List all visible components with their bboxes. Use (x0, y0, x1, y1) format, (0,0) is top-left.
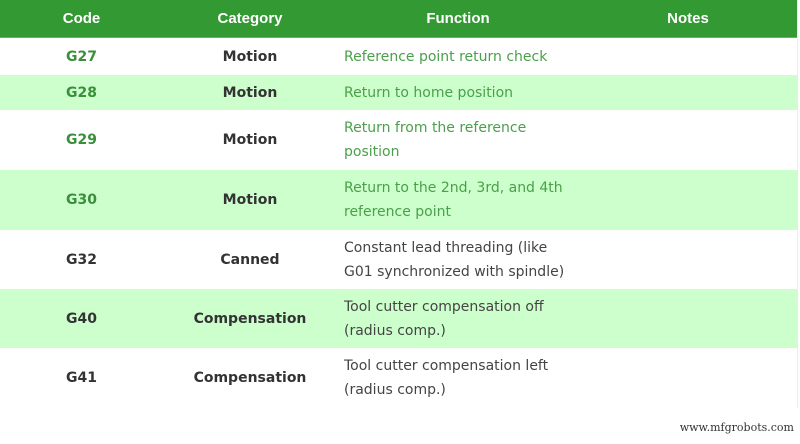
cell-category: Compensation (193, 310, 307, 327)
function-line: Tool cutter compensation off (344, 298, 544, 315)
gcode-table: Code Category Function Notes G27 Motion … (0, 0, 798, 408)
function-line: G01 synchronized with spindle) (344, 263, 565, 280)
watermark: www.mfgrobots.com (679, 421, 794, 434)
table-row: G30 Motion Return to the 2nd, 3rd, and 4… (0, 170, 797, 230)
cell-code: G28 (66, 84, 97, 101)
table-row: G27 Motion Reference point return check (0, 38, 797, 75)
function-line: Reference point return check (344, 48, 548, 65)
table-row: G28 Motion Return to home position (0, 75, 797, 110)
function-line: (radius comp.) (344, 322, 446, 339)
cell-code: G29 (66, 132, 97, 148)
cell-category: Motion (222, 132, 278, 148)
function-line: position (344, 144, 400, 160)
cell-function: Tool cutter compensation off (radius com… (337, 295, 579, 343)
table-row: G40 Compensation Tool cutter compensatio… (0, 289, 797, 348)
cell-category: Canned (220, 251, 280, 268)
function-line: Return to home position (344, 84, 514, 101)
function-line: Return to the 2nd, 3rd, and 4th (344, 180, 563, 196)
cell-category: Motion (222, 84, 278, 101)
header-code: Code (62, 10, 101, 27)
cell-category: Motion (222, 48, 278, 65)
header-category: Category (217, 10, 283, 27)
table-header: Code Category Function Notes (0, 0, 797, 38)
function-line: Tool cutter compensation left (344, 358, 549, 374)
table-row: G29 Motion Return from the reference pos… (0, 110, 797, 170)
header-notes: Notes (667, 10, 709, 27)
cell-code: G41 (66, 370, 97, 386)
cell-function: Return to the 2nd, 3rd, and 4th referenc… (337, 176, 579, 224)
cell-category: Compensation (193, 370, 307, 386)
cell-function: Tool cutter compensation left (radius co… (337, 354, 579, 402)
cell-code: G40 (66, 310, 97, 327)
cell-function: Reference point return check (337, 45, 579, 69)
cell-function: Constant lead threading (like G01 synchr… (337, 236, 579, 284)
cell-category: Motion (222, 192, 278, 208)
function-line: (radius comp.) (344, 382, 446, 398)
header-function: Function (426, 9, 490, 27)
function-line: reference point (344, 204, 452, 220)
function-line: Return from the reference (344, 120, 527, 136)
cell-code: G32 (66, 251, 97, 268)
cell-code: G27 (66, 48, 97, 65)
table-row: G41 Compensation Tool cutter compensatio… (0, 348, 797, 408)
function-line: Constant lead threading (like (344, 239, 548, 256)
table-row: G32 Canned Constant lead threading (like… (0, 230, 797, 289)
cell-code: G30 (66, 192, 97, 208)
cell-function: Return from the reference position (337, 116, 579, 164)
cell-function: Return to home position (337, 81, 579, 105)
